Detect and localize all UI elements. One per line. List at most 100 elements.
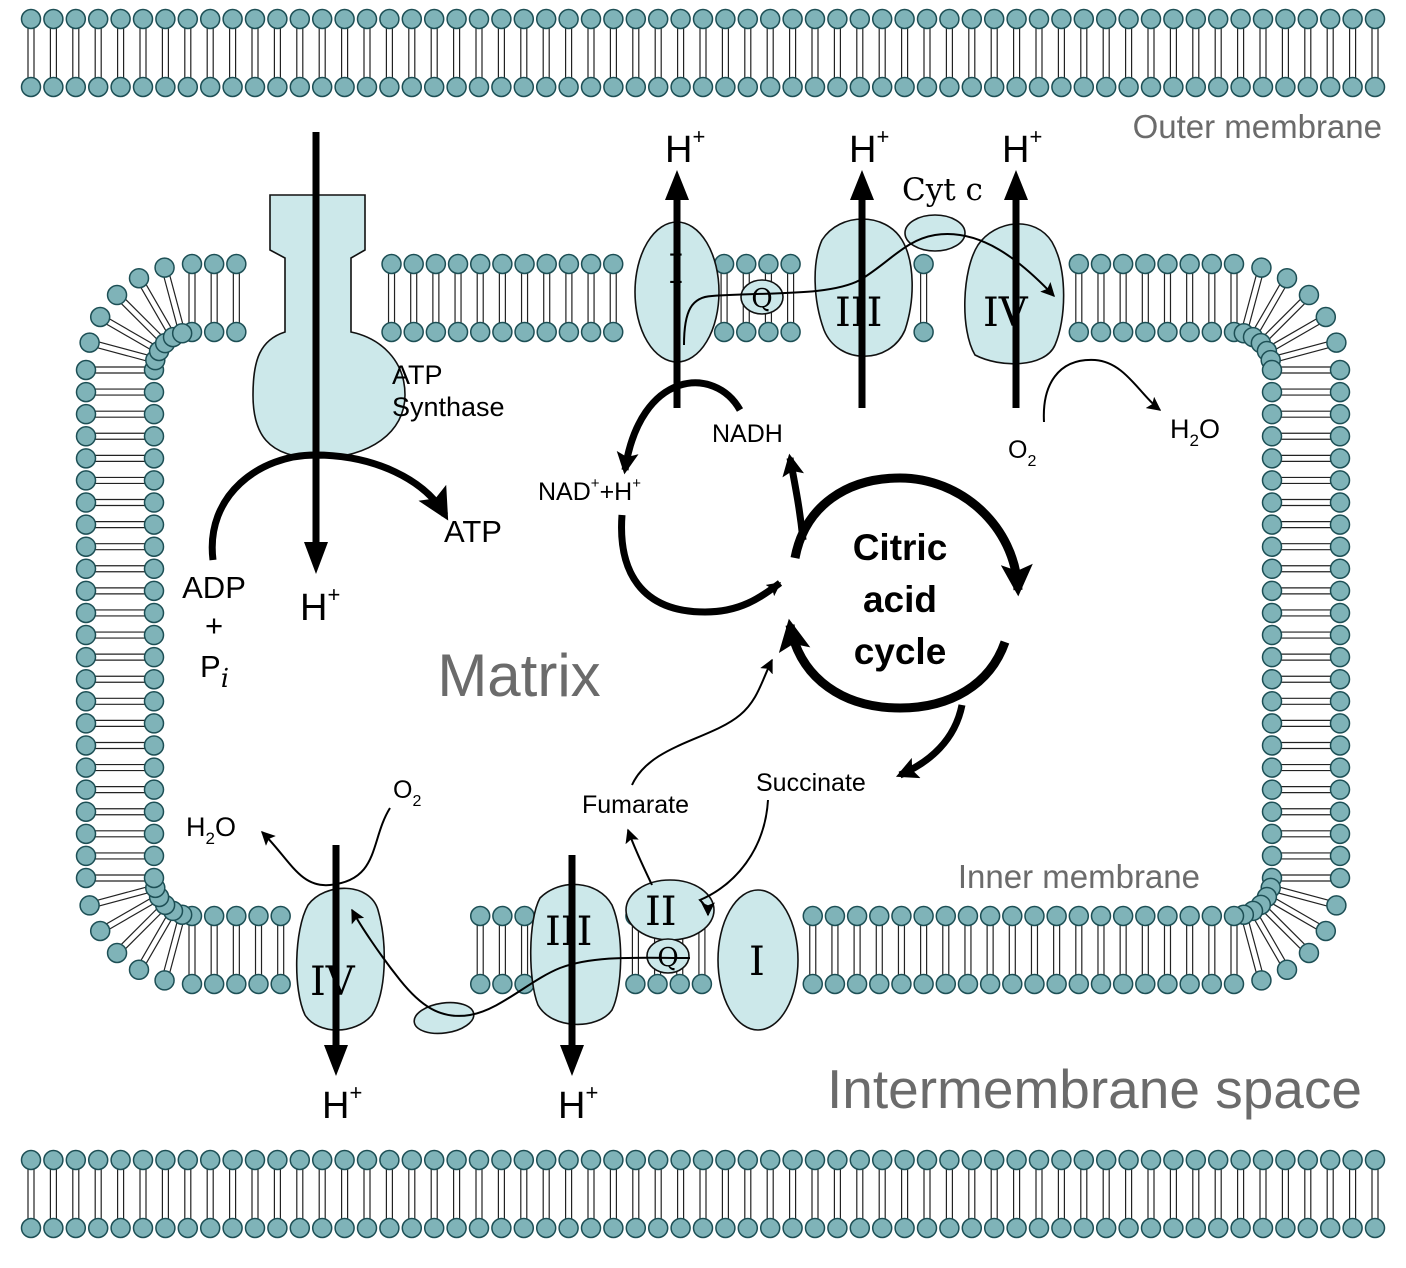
lipid-head [580, 76, 602, 98]
lipid-head [171, 323, 193, 344]
lipid-head [1051, 8, 1072, 30]
lipid-head [143, 558, 165, 580]
oxygen-label-top: O2 [1008, 436, 1036, 470]
lipid-head [625, 76, 647, 98]
lipid-head [289, 1149, 311, 1171]
lipid-head [647, 1217, 669, 1239]
lipid-head [110, 1149, 131, 1171]
lipid-head [535, 8, 557, 30]
lipid-head [827, 8, 848, 30]
lipid-head [20, 8, 42, 30]
water-label-bottom: H2O [186, 812, 236, 848]
lipid-head [75, 558, 97, 580]
lipid-head [780, 253, 801, 275]
lipid-head [1261, 691, 1283, 712]
lipid-head [469, 321, 491, 343]
lipid-head [1364, 8, 1386, 30]
lipid-head [1329, 823, 1351, 845]
lipid-head [1090, 973, 1112, 995]
lipid-head [1319, 8, 1341, 30]
lipid-head [75, 845, 97, 867]
lipid-head [446, 8, 467, 30]
lipid-head [713, 321, 735, 343]
lipid-head [1315, 306, 1337, 328]
lipid-head [1261, 823, 1283, 845]
atp-synthase-protein [252, 194, 406, 459]
lipid-head [75, 691, 97, 712]
lipid-head [143, 713, 165, 734]
lipid-head [625, 973, 646, 995]
lipid-head [1073, 76, 1095, 98]
atp-synthase-label: ATP [392, 360, 443, 390]
lipid-head [1261, 580, 1283, 602]
lipid-head [1261, 558, 1283, 580]
lipid-head [132, 1149, 154, 1171]
lipid-head [1329, 558, 1351, 580]
nad-to-cycle-arrow [618, 514, 783, 616]
lipid-head [782, 1149, 803, 1171]
lipid-head [1140, 8, 1162, 30]
lipid-head [1185, 8, 1207, 30]
cycle-to-nadh-arrow [782, 453, 807, 541]
lipid-head [1329, 801, 1351, 822]
lipid-head [558, 1149, 579, 1171]
lipid-head [894, 76, 915, 98]
oxygen-to-water-arrow-bottom [261, 807, 391, 887]
oxygen-to-water-arrow-top [1042, 358, 1162, 423]
lipid-head [75, 713, 97, 734]
lipid-head [558, 76, 579, 98]
lipid-head [1223, 905, 1245, 927]
lipid-head [603, 1217, 624, 1239]
lipid-head [468, 1217, 490, 1239]
lipid-head [1261, 624, 1283, 646]
lipid-head [1046, 905, 1067, 927]
lipid-head [1275, 8, 1296, 30]
matrix-label: Matrix [437, 642, 600, 709]
lipid-head [715, 1217, 736, 1239]
lipid-head [869, 973, 890, 995]
lipid-head [736, 253, 757, 275]
lipid-head [670, 1149, 691, 1171]
lipid-head [143, 580, 165, 602]
lipid-head [132, 1217, 154, 1239]
lipid-head [203, 253, 225, 275]
water-label-top: H2O [1170, 414, 1220, 450]
lipid-head [647, 8, 669, 30]
lipid-head [1319, 76, 1341, 98]
top-electron-transport-chain: I III IV Q Cyt c H+ H+ H+ NADH NAD++H+ H… [538, 124, 1220, 506]
lipid-head [469, 253, 491, 275]
lipid-head [75, 735, 97, 756]
lipid-head [132, 8, 154, 30]
lipid-head [222, 8, 243, 30]
lipid-head [558, 253, 580, 275]
lipid-head [267, 8, 288, 30]
lipid-head [979, 973, 1001, 995]
lipid-head [154, 970, 175, 991]
lipid-head [106, 284, 128, 306]
lipid-head [1261, 646, 1283, 668]
lipid-head [1261, 381, 1283, 403]
lipid-head [1157, 253, 1178, 275]
lipid-head [356, 8, 378, 30]
lipid-head [1118, 8, 1139, 30]
lipid-head [827, 1217, 848, 1239]
adp-to-atp-arrow [208, 451, 449, 561]
lipid-tail [1271, 884, 1338, 904]
lipid-head [1179, 253, 1200, 275]
lipid-head [356, 1217, 378, 1239]
lipid-head [1135, 321, 1156, 343]
lipid-head [1329, 359, 1351, 381]
lipid-head [1095, 1217, 1117, 1239]
inner-membrane-label: Inner membrane [958, 858, 1200, 895]
complex-iii-proton-arrowhead [850, 170, 874, 200]
lipid-tail [101, 899, 161, 935]
lipid-head [871, 1149, 893, 1171]
lipid-head [1024, 905, 1045, 927]
lipid-head [143, 823, 165, 845]
lipid-head [1329, 403, 1351, 425]
lipid-tail [98, 893, 158, 929]
lipid-head [983, 76, 1005, 98]
lipid-head [979, 905, 1001, 927]
lipid-head [79, 332, 100, 353]
lipid-head [89, 920, 111, 942]
